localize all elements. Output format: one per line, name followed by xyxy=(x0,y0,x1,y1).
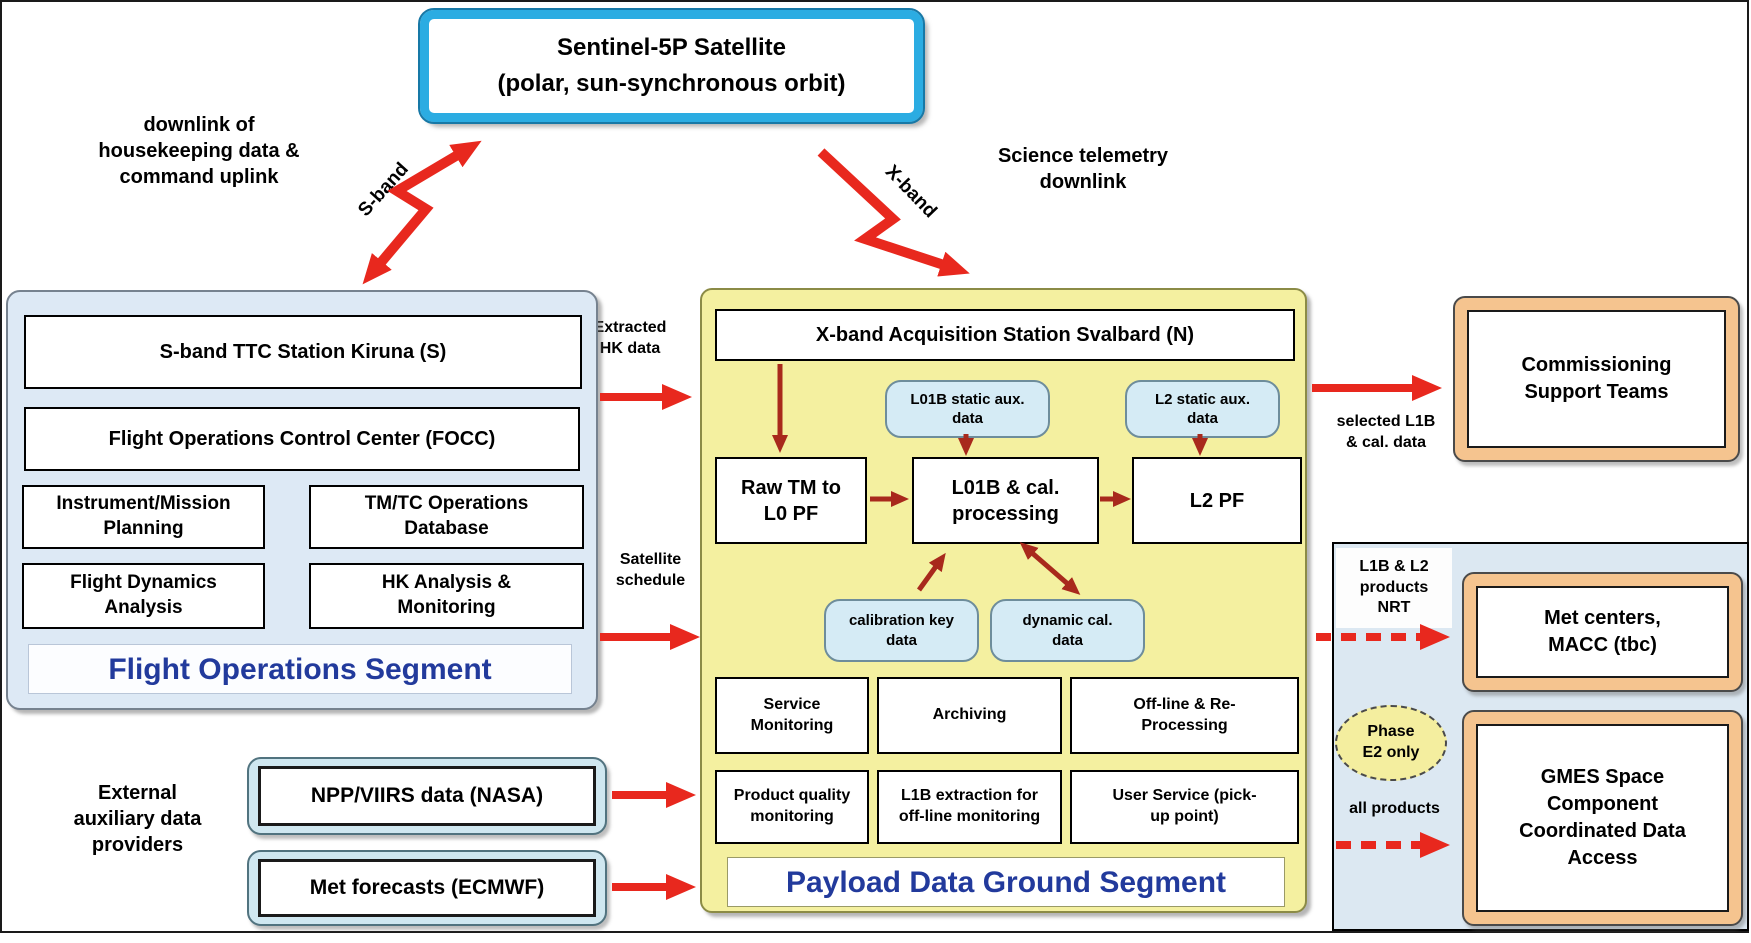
npp-viirs-box: NPP/VIIRS data (NASA) xyxy=(247,757,607,835)
pdgs-service-monitoring-box: Service Monitoring xyxy=(715,677,869,754)
external-providers-label: External auxiliary data providers xyxy=(73,782,202,856)
downlink-label: downlink of housekeeping data & command … xyxy=(98,114,300,188)
pdgs-l2-static-aux-box: L2 static aux. data xyxy=(1125,380,1280,438)
satellite-box: Sentinel-5P Satellite (polar, sun-synchr… xyxy=(418,8,925,124)
fos-focc-box: Flight Operations Control Center (FOCC) xyxy=(24,407,580,471)
commissioning-box: Commissioning Support Teams xyxy=(1453,296,1740,462)
met-centers-box: Met centers, MACC (tbc) xyxy=(1462,572,1743,692)
commissioning-label: Commissioning Support Teams xyxy=(1467,310,1726,448)
nrt-products-label: L1B & L2 products NRT xyxy=(1336,548,1452,628)
all-products-label: all products xyxy=(1349,800,1440,817)
ecmwf-box: Met forecasts (ECMWF) xyxy=(247,850,607,926)
fos-instrument-planning-box: Instrument/Mission Planning xyxy=(22,485,265,549)
npp-viirs-label: NPP/VIIRS data (NASA) xyxy=(258,766,596,826)
pdgs-archiving-box: Archiving xyxy=(877,677,1062,754)
selected-l1b-label: selected L1B & cal. data xyxy=(1336,413,1436,451)
satellite-title: Sentinel-5P Satellite (polar, sun-synchr… xyxy=(497,34,846,97)
pdgs-dynamic-cal-box: dynamic cal. data xyxy=(990,599,1145,662)
fos-station-box: S-band TTC Station Kiruna (S) xyxy=(24,315,582,389)
fos-title: Flight Operations Segment xyxy=(28,644,572,694)
fos-panel: S-band TTC Station Kiruna (S) Flight Ope… xyxy=(6,290,598,710)
ecmwf-label: Met forecasts (ECMWF) xyxy=(258,859,596,917)
met-centers-label: Met centers, MACC (tbc) xyxy=(1476,586,1729,678)
pdgs-l01b-processing-box: L01B & cal. processing xyxy=(912,457,1099,544)
gmes-box: GMES Space Component Coordinated Data Ac… xyxy=(1462,710,1743,926)
pdgs-l1b-extraction-box: L1B extraction for off-line monitoring xyxy=(877,770,1062,844)
pdgs-user-service-box: User Service (pick- up point) xyxy=(1070,770,1299,844)
phase-e2-ellipse: Phase E2 only xyxy=(1335,705,1447,781)
pdgs-l01b-static-aux-box: L01B static aux. data xyxy=(885,380,1050,438)
pdgs-title: Payload Data Ground Segment xyxy=(727,857,1285,907)
pdgs-raw-tm-box: Raw TM to L0 PF xyxy=(715,457,867,544)
satellite-schedule-label: Satellite schedule xyxy=(615,551,686,589)
extracted-hk-label: Extracted HK data xyxy=(593,319,667,357)
fos-tmtc-database-box: TM/TC Operations Database xyxy=(309,485,584,549)
pdgs-product-quality-box: Product quality monitoring xyxy=(715,770,869,844)
pdgs-offline-reprocessing-box: Off-line & Re- Processing xyxy=(1070,677,1299,754)
pdgs-calibration-key-box: calibration key data xyxy=(824,599,979,662)
fos-hk-analysis-box: HK Analysis & Monitoring xyxy=(309,563,584,629)
dissemination-panel: L1B & L2 products NRT Met centers, MACC … xyxy=(1332,542,1749,931)
gmes-label: GMES Space Component Coordinated Data Ac… xyxy=(1476,724,1729,912)
pdgs-panel: X-band Acquisition Station Svalbard (N) … xyxy=(700,288,1307,913)
fos-flight-dynamics-box: Flight Dynamics Analysis xyxy=(22,563,265,629)
pdgs-station-box: X-band Acquisition Station Svalbard (N) xyxy=(715,309,1295,361)
pdgs-l2-pf-box: L2 PF xyxy=(1132,457,1302,544)
satellite-subtitle: (polar, sun-synchronous orbit) xyxy=(497,70,846,97)
science-telemetry-label: Science telemetry downlink xyxy=(997,145,1169,193)
